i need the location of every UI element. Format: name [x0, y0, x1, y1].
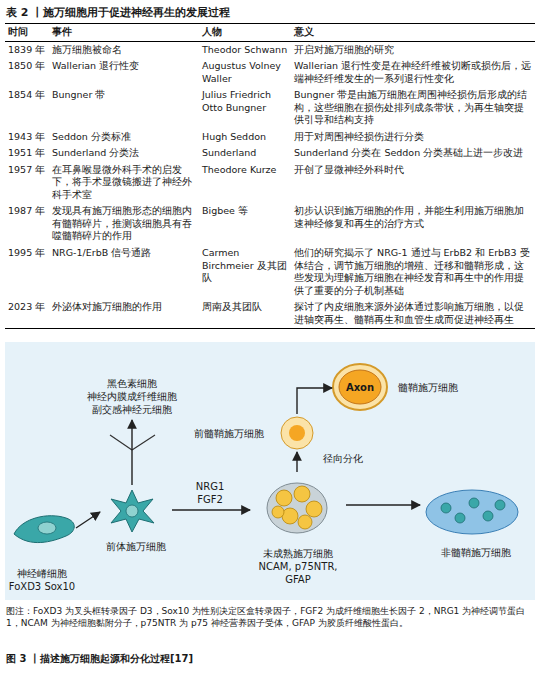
table-cell: 2023 年: [5, 299, 49, 328]
table-cell: 1995 年: [5, 245, 49, 299]
table-cell: 1854 年: [5, 87, 49, 129]
table-cell: 开启对施万细胞的研究: [291, 42, 535, 59]
node-text: Axon: [332, 381, 388, 394]
neural-crest-node: 神经嵴细胞FoXD3 Sox10: [8, 500, 76, 595]
table-cell: Bungner 带是由施万细胞在周围神经损伤后形成的结构，这些细胞在损伤处排列成…: [291, 87, 535, 129]
table-cell: 1839 年: [5, 42, 49, 59]
table-cell: Sunderland 分类法: [49, 145, 199, 162]
node-text: 前体施万细胞: [106, 540, 166, 553]
table-cell: 1951 年: [5, 145, 49, 162]
table-cell: 施万细胞被命名: [49, 42, 199, 59]
table-header: 时间: [5, 24, 49, 42]
table-title: 表 2 丨施万细胞用于促进神经再生的发展过程: [6, 5, 230, 20]
cell-nucleus: [38, 522, 56, 534]
table-cell: 他们的研究揭示了 NRG-1 通过与 ErbB2 和 ErbB3 受体结合，调节…: [291, 245, 535, 299]
table-header: 意义: [291, 24, 535, 42]
table-cell: Bigbee 等: [199, 203, 291, 245]
myelin-sheath: [333, 364, 387, 410]
table-cell: 外泌体对施万细胞的作用: [49, 299, 199, 328]
figure-panel: [5, 342, 535, 600]
cell-nucleus: [289, 425, 305, 441]
arrow-connector: [76, 512, 100, 528]
table-cell: 初步认识到施万细胞的作用，并能生利用施万细胞加速神经修复和再生的治疗方式: [291, 203, 535, 245]
table-cell: Seddon 分类标准: [49, 129, 199, 146]
node-text: 黑色素细胞: [107, 377, 157, 390]
table-cell: Hugh Seddon: [199, 129, 291, 146]
table-cell: Wallerian 退行性变: [49, 58, 199, 87]
table-cell: Julius Friedrich Otto Bungner: [199, 87, 291, 129]
node-text: 神经嵴细胞: [17, 567, 67, 580]
table-header: 事件: [49, 24, 199, 42]
figure-caption: 图 3 丨描述施万细胞起源和分化过程[17]: [6, 652, 193, 666]
table-cell: 用于对周围神经损伤进行分类: [291, 129, 535, 146]
precursor-node: 前体施万细胞: [100, 485, 172, 555]
table-cell: 周南及其团队: [199, 299, 291, 328]
table-cell: 1943 年: [5, 129, 49, 146]
history-table: 时间事件人物意义 1839 年施万细胞被命名Theodor Schwann开启对施…: [5, 23, 535, 329]
premyelin-node: 前髓鞘施万细胞: [190, 414, 315, 452]
immature-node: 未成熟施万细胞NCAM, p75NTR, GFAP: [250, 472, 346, 588]
table-cell: 1957 年: [5, 162, 49, 204]
table-cell: 探讨了内皮细胞来源外泌体通过影响施万细胞，以促进轴突再生、髓鞘再生和血管生成而促…: [291, 299, 535, 328]
arrow-connector: [172, 509, 250, 510]
myelin-node: Axon 髓鞘施万细胞: [332, 362, 472, 412]
table-cell: 发现具有施万细胞形态的细胞内有髓鞘碎片，推测该细胞具有吞噬髓鞘碎片的作用: [49, 203, 199, 245]
node-text: 副交感神经元细胞: [92, 403, 172, 416]
cell-nucleus: [126, 505, 138, 517]
node-text: NCAM, p75NTR, GFAP: [250, 560, 346, 586]
node-text: 未成熟施万细胞: [263, 547, 333, 560]
node-text: 非髓鞘施万细胞: [441, 546, 511, 559]
precursor-cell: [111, 490, 154, 532]
arrow-connector: [131, 420, 132, 485]
table-cell: Carmen Birchmeier 及其团队: [199, 245, 291, 299]
derived-cells-node: 黑色素细胞神经内膜成纤维细胞副交感神经元细胞: [80, 372, 184, 420]
small-axons: [441, 498, 505, 523]
node-text: 髓鞘施万细胞: [398, 381, 458, 394]
table-cell: 在耳鼻喉显微外科手术的启发下，将手术显微镜搬进了神经外科手术室: [49, 162, 199, 204]
immature-cluster: [267, 483, 327, 533]
arrow-connector: [297, 388, 332, 414]
table-cell: Theodor Schwann: [199, 42, 291, 59]
arrow-connector: [346, 504, 420, 505]
node-text: 神经内膜成纤维细胞: [87, 390, 177, 403]
premyelin-cell: [281, 417, 313, 449]
neural-crest-cell: [14, 516, 74, 543]
table-cell: Sunderland: [199, 145, 291, 162]
table-cell: 开创了显微神经外科时代: [291, 162, 535, 204]
table-cell: NRG-1/ErbB 信号通路: [49, 245, 199, 299]
edge-label: 径向分化: [318, 452, 368, 465]
figure-note: 图注：FoXD3 为叉头框转录因子 D3，Sox10 为性别决定区盒转录因子，F…: [6, 606, 532, 629]
node-text: FoXD3 Sox10: [9, 580, 75, 593]
arrow-connector: [296, 452, 297, 472]
table-cell: Bungner 带: [49, 87, 199, 129]
table-header: 人物: [199, 24, 291, 42]
table-cell: 1987 年: [5, 203, 49, 245]
table-cell: Wallerian 退行性变是在神经纤维被切断或损伤后，远端神经纤维发生的一系列…: [291, 58, 535, 87]
edge-label: NRG1 FGF2: [188, 480, 232, 506]
immature-cells: [272, 486, 322, 529]
table-cell: 1850 年: [5, 58, 49, 87]
nonmyelin-cell: [426, 490, 518, 534]
table-cell: Augustus Volney Waller: [199, 58, 291, 87]
node-text: 前髓鞘施万细胞: [194, 427, 264, 440]
table-cell: Theodore Kurze: [199, 162, 291, 204]
table-cell: Sunderland 分类在 Seddon 分类基础上进一步改进: [291, 145, 535, 162]
nonmyelin-node: 非髓鞘施万细胞: [420, 485, 532, 561]
